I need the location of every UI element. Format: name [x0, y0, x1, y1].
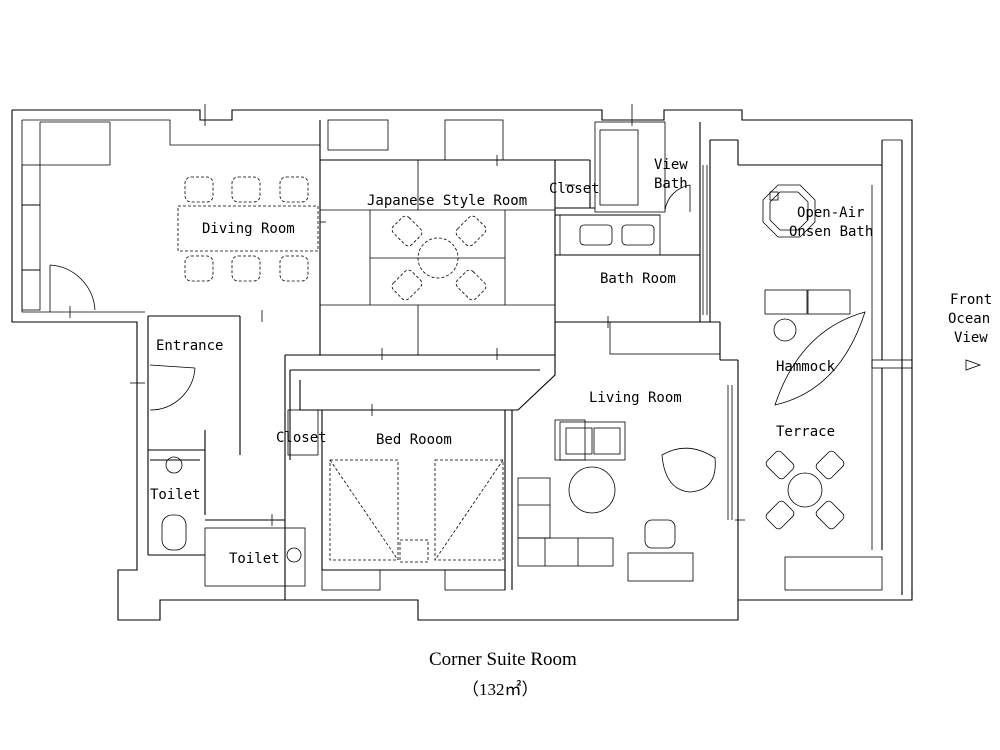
- label-onsen-2: Onsen Bath: [789, 224, 873, 240]
- toilets: [161, 456, 302, 563]
- label-diving-room: Diving Room: [202, 221, 295, 237]
- label-bath-room: Bath Room: [600, 271, 676, 287]
- beds: [329, 459, 504, 563]
- hammock-furniture: [764, 289, 866, 406]
- label-living-room: Living Room: [589, 390, 682, 406]
- label-toilet-2: Toilet: [229, 551, 280, 567]
- label-closet-mid: Closet: [276, 430, 327, 446]
- ocean-view-marker: Front Ocean View: [948, 292, 992, 371]
- label-toilet-1: Toilet: [150, 487, 201, 503]
- terrace-furniture: [765, 450, 845, 530]
- label-entrance: Entrance: [156, 338, 223, 354]
- plan-area: （132㎡）: [462, 680, 539, 699]
- plan-title: Corner Suite Room: [429, 649, 577, 670]
- wall-ticks: [69, 104, 745, 526]
- label-view-bath-2: Bath: [654, 176, 688, 192]
- room-labels: Diving Room Japanese Style Room Closet V…: [150, 157, 873, 567]
- dining-furniture: [177, 176, 319, 282]
- caption: Corner Suite Room （132㎡）: [429, 649, 577, 699]
- doors: [49, 165, 733, 520]
- label-terrace: Terrace: [776, 424, 835, 440]
- ocean-view-line3: View: [954, 330, 988, 346]
- tatami-mats: [320, 160, 555, 355]
- living-furniture: [517, 421, 716, 567]
- label-view-bath-1: View: [654, 157, 688, 173]
- ocean-view-line1: Front: [950, 292, 992, 308]
- label-japanese-room: Japanese Style Room: [367, 193, 527, 209]
- ocean-view-line2: Ocean: [948, 311, 990, 327]
- arrow-right-icon: [965, 359, 982, 371]
- outer-walls: [11, 109, 913, 621]
- label-closet-top: Closet: [549, 181, 600, 197]
- label-onsen-1: Open-Air: [797, 205, 864, 221]
- label-bed-room: Bed Rooom: [376, 432, 452, 448]
- interior-walls: [147, 119, 883, 600]
- bath-fixtures: [579, 184, 816, 246]
- label-hammock: Hammock: [776, 359, 836, 375]
